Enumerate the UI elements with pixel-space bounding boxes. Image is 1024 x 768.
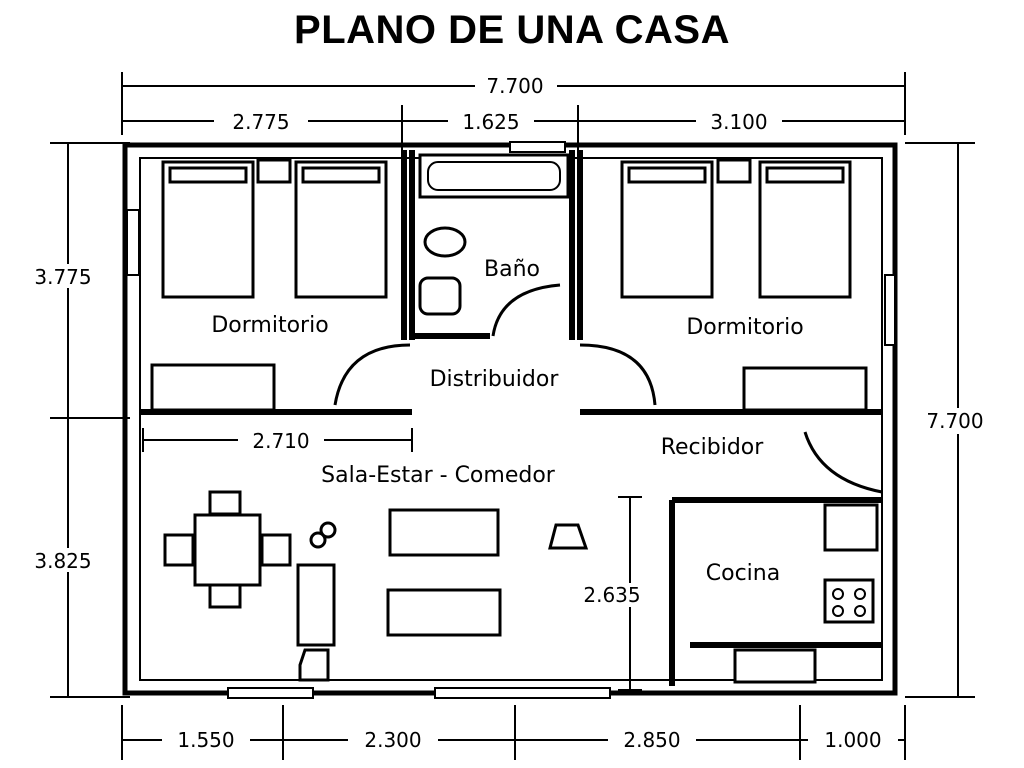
beds-right: [620, 158, 868, 412]
dim-top-2: 1.625: [462, 110, 519, 134]
dim-left-upper: 3.775: [34, 265, 91, 289]
dim-left-lower: 3.825: [34, 549, 91, 573]
interior-walls: [140, 150, 882, 686]
label-dormitorio-right: Dormitorio: [686, 315, 803, 340]
dim-bottom-2: 2.300: [364, 728, 421, 752]
dim-right-total: 7.700: [926, 409, 983, 433]
dim-top-3: 3.100: [710, 110, 767, 134]
windows: [126, 141, 896, 699]
dim-inner-kitchen: 2.635: [583, 583, 640, 607]
page-title: PLANO DE UNA CASA: [294, 8, 730, 52]
dim-bottom-4: 1.000: [824, 728, 881, 752]
label-bano: Baño: [484, 257, 540, 282]
label-distribuidor: Distribuidor: [430, 367, 560, 392]
doors: [333, 283, 883, 494]
dim-inner-living: 2.710: [252, 429, 309, 453]
dim-total-top: 7.700: [486, 74, 543, 98]
kitchen-fixtures: [733, 503, 879, 684]
bathroom-fixtures: [418, 153, 570, 316]
label-recibidor: Recibidor: [661, 435, 765, 460]
label-cocina: Cocina: [706, 561, 780, 586]
dim-bottom-1: 1.550: [177, 728, 234, 752]
label-dormitorio-left: Dormitorio: [211, 313, 328, 338]
label-sala: Sala-Estar - Comedor: [321, 463, 556, 488]
beds-left: [150, 158, 388, 412]
dim-bottom-3: 2.850: [623, 728, 680, 752]
dim-top-1: 2.775: [232, 110, 289, 134]
living-furniture: [163, 490, 589, 682]
